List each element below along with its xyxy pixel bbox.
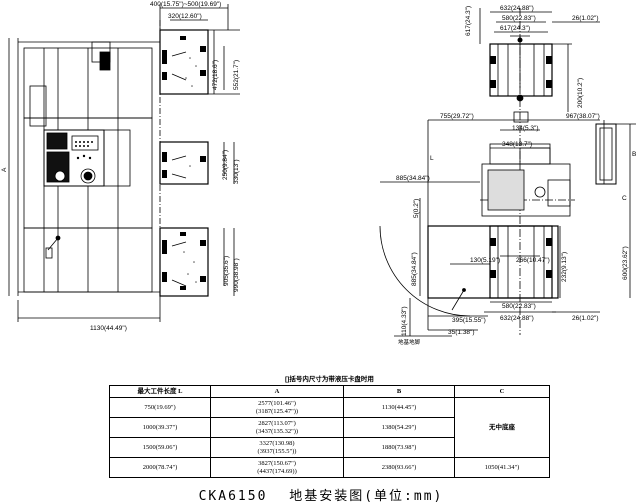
dim-232: 232(9.13") bbox=[561, 252, 568, 282]
dim-580-top: 580(22.83") bbox=[502, 15, 536, 22]
dim-26-bottom: 26(1.02") bbox=[572, 315, 599, 322]
dim-top-outer: 400(15.75")~500(19.69") bbox=[150, 1, 221, 8]
header-L: 最大工件长度 L bbox=[109, 385, 211, 398]
dim-885-a: 885(34.84") bbox=[396, 175, 430, 182]
spec-table: 最大工件长度 L A B C 750(19.69") 2577(101.46")… bbox=[109, 385, 550, 478]
dim-L: L bbox=[430, 155, 434, 162]
dim-130: 130(5.19") bbox=[470, 257, 500, 264]
cell-A-primary: 2577(101.46") bbox=[258, 399, 296, 407]
drawing-caption: CKA6150 地基安装图(单位:mm) bbox=[0, 485, 642, 504]
lathe-side-view bbox=[379, 8, 636, 337]
dim-134: 134(5.3") bbox=[512, 125, 539, 132]
cell-L: 1500(59.06") bbox=[109, 437, 211, 458]
cell-A-primary: 2827(113.07") bbox=[258, 419, 296, 427]
dim-110: 110(4.33") bbox=[401, 306, 408, 336]
dim-967: 967(38.07") bbox=[566, 113, 600, 120]
caption-title: 地基安装图(单位:mm) bbox=[289, 489, 444, 504]
header-C: C bbox=[454, 385, 550, 398]
dim-A: A bbox=[1, 167, 8, 172]
cell-C: 无中底座 bbox=[454, 397, 550, 458]
dim-395: 395(15.55") bbox=[452, 317, 486, 324]
dim-5: 5(0.2") bbox=[413, 199, 420, 218]
left-dimension-labels: 400(15.75")~500(19.69") 320(12.60") 472(… bbox=[1, 1, 240, 332]
table-row: 2000(78.74") 3827(150.67")(4437(174.69))… bbox=[109, 457, 550, 478]
cell-A-secondary: (3937(155.5")) bbox=[257, 447, 297, 455]
table-row: 750(19.69") 2577(101.46")(3187(125.47"))… bbox=[109, 397, 550, 458]
dim-755: 755(29.72") bbox=[440, 113, 474, 120]
dim-617-top: 617(24.3") bbox=[500, 25, 530, 32]
dim-266: 266(10.47") bbox=[516, 257, 550, 264]
cell-A: 2577(101.46")(3187(125.47")) bbox=[210, 397, 344, 418]
dim-885-b: 885(34.84") bbox=[411, 252, 418, 286]
anchor-label: 地基地脚 bbox=[398, 338, 421, 346]
dim-C: C bbox=[622, 195, 627, 202]
dim-35: 35(1.38") bbox=[448, 329, 475, 336]
cell-A-primary: 3827(150.67") bbox=[258, 459, 296, 467]
cell-A: 3827(150.67")(4437(174.69)) bbox=[210, 457, 344, 478]
cell-B: 1130(44.45") bbox=[343, 397, 455, 418]
dim-B: B bbox=[632, 151, 636, 158]
cell-A-secondary: (3437(135.32")) bbox=[255, 427, 299, 435]
cell-A-secondary: (4437(174.69)) bbox=[257, 467, 297, 475]
dim-200: 200(10.2") bbox=[577, 78, 584, 108]
header-A: A bbox=[210, 385, 344, 398]
dim-600: 600(23.62") bbox=[622, 246, 629, 280]
cell-B: 2380(93.66") bbox=[343, 457, 455, 478]
dim-348: 348(13.7") bbox=[502, 141, 532, 148]
cell-A: 2827(113.07")(3437(135.32")) bbox=[210, 417, 344, 438]
dim-617-left: 617(24.3") bbox=[465, 6, 472, 36]
dim-580-bottom: 580(22.83") bbox=[502, 303, 536, 310]
cell-C: 1050(41.34") bbox=[454, 457, 550, 478]
cell-B: 1880(73.98") bbox=[343, 437, 455, 458]
dim-905: 905(35.6") bbox=[223, 256, 230, 286]
caption-model: CKA6150 bbox=[198, 489, 268, 504]
right-dimension-labels: 632(24.88") 580(22.83") 617(24.3") 26(1.… bbox=[396, 5, 636, 346]
dim-552: 552(21.7") bbox=[233, 60, 240, 90]
table-row: 1000(39.37") 2827(113.07")(3437(135.32")… bbox=[109, 417, 550, 438]
cell-A: 3327(130.98)(3937(155.5")) bbox=[210, 437, 344, 458]
dim-1130: 1130(44.49") bbox=[90, 325, 127, 332]
header-B: B bbox=[343, 385, 455, 398]
cell-L: 2000(78.74") bbox=[109, 457, 211, 478]
table-row: 1500(59.06") 3327(130.98)(3937(155.5")) … bbox=[109, 437, 550, 458]
table-header-row: 最大工件长度 L A B C bbox=[109, 385, 550, 398]
dim-top-inner: 320(12.60") bbox=[168, 13, 202, 20]
dim-632-top: 632(24.88") bbox=[500, 5, 534, 12]
dim-330: 330(13") bbox=[233, 159, 240, 184]
cell-L: 1000(39.37") bbox=[109, 417, 211, 438]
table-note: []括号内尺寸为带液压卡盘时用 bbox=[285, 376, 374, 383]
cell-B: 1380(54.29") bbox=[343, 417, 455, 438]
dim-26-top: 26(1.02") bbox=[572, 15, 599, 22]
dim-990: 990(38.98") bbox=[233, 258, 240, 292]
cell-L: 750(19.69") bbox=[109, 397, 211, 418]
cell-A-secondary: (3187(125.47")) bbox=[255, 407, 299, 415]
dim-632-bottom: 632(24.88") bbox=[500, 315, 534, 322]
dim-472: 472(18.6") bbox=[212, 60, 219, 90]
lathe-top-view bbox=[8, 4, 240, 322]
dim-250: 250(9.84") bbox=[222, 150, 229, 180]
cell-A-primary: 3327(130.98) bbox=[259, 439, 295, 447]
